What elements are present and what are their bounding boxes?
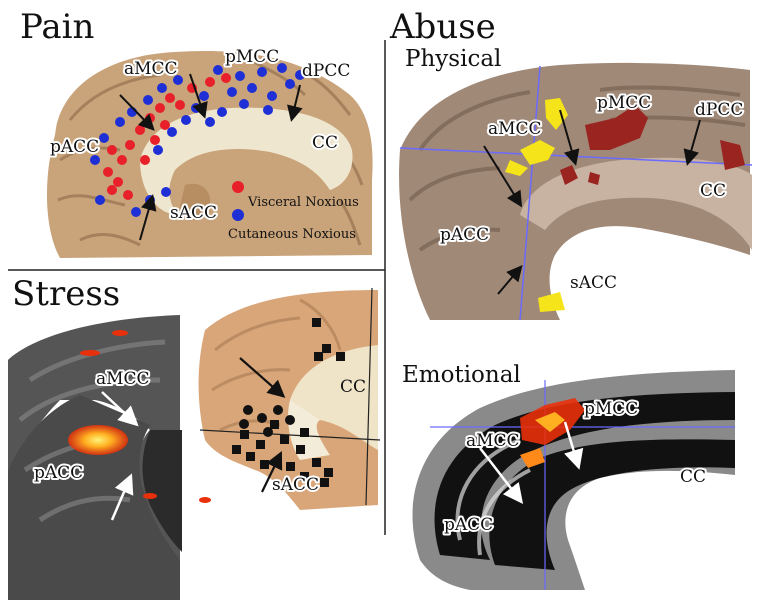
physical-activations: [505, 98, 745, 312]
stress-mri-label-amcc: aMCC: [96, 369, 150, 389]
physical-label-pmcc: pMCC: [597, 93, 651, 113]
physical-label-dpcc: dPCC: [695, 100, 743, 120]
pain-label-dpcc: dPCC: [302, 61, 350, 81]
stress-photo-label-sacc: sACC: [272, 475, 319, 495]
stress-corpus-callosum: [290, 345, 378, 450]
stress-mri-slice: [8, 315, 180, 560]
legend-visceral-label: Visceral Noxious: [247, 195, 359, 210]
emotional-label-cc: CC: [680, 467, 706, 487]
physical-label-cc: CC: [700, 181, 726, 201]
stress-activation-blob: [68, 425, 128, 455]
pain-label-sacc: sACC: [170, 203, 217, 223]
stress-photo-label-cc: CC: [340, 377, 366, 397]
pain-panel: Pain aMCC pMCC dPCC CC pACC sACC Viscera…: [20, 7, 373, 258]
stress-mri-label-pacc: pACC: [34, 463, 83, 483]
pain-label-pmcc: pMCC: [225, 47, 279, 67]
abuse-title: Abuse: [389, 7, 496, 47]
stress-title: Stress: [12, 274, 120, 314]
abuse-panel: Abuse Physical aMCC pMCC dPCC CC pACC sA…: [389, 7, 753, 590]
physical-subtitle: Physical: [405, 46, 501, 72]
emotional-subtitle: Emotional: [402, 362, 521, 388]
pain-label-amcc: aMCC: [124, 59, 178, 79]
physical-label-amcc: aMCC: [488, 119, 542, 139]
pain-corpus-callosum: [140, 107, 353, 215]
stress-markers: [232, 318, 345, 487]
legend-visceral-swatch: [232, 181, 244, 193]
pain-label-cc: CC: [312, 133, 338, 153]
physical-label-pacc: pACC: [440, 225, 489, 245]
pain-label-pacc: pACC: [50, 137, 99, 157]
physical-label-sacc: sACC: [570, 273, 617, 293]
emotional-label-pacc: pACC: [444, 515, 493, 535]
emotional-label-amcc: aMCC: [466, 431, 520, 451]
pain-title: Pain: [20, 7, 94, 47]
legend-cutaneous-swatch: [232, 209, 244, 221]
stress-brain-photo: [198, 290, 378, 510]
legend-cutaneous-label: Cutaneous Noxious: [228, 227, 356, 242]
emotional-label-pmcc: pMCC: [584, 399, 638, 419]
stress-panel: Stress aMCC pACC: [8, 274, 381, 600]
